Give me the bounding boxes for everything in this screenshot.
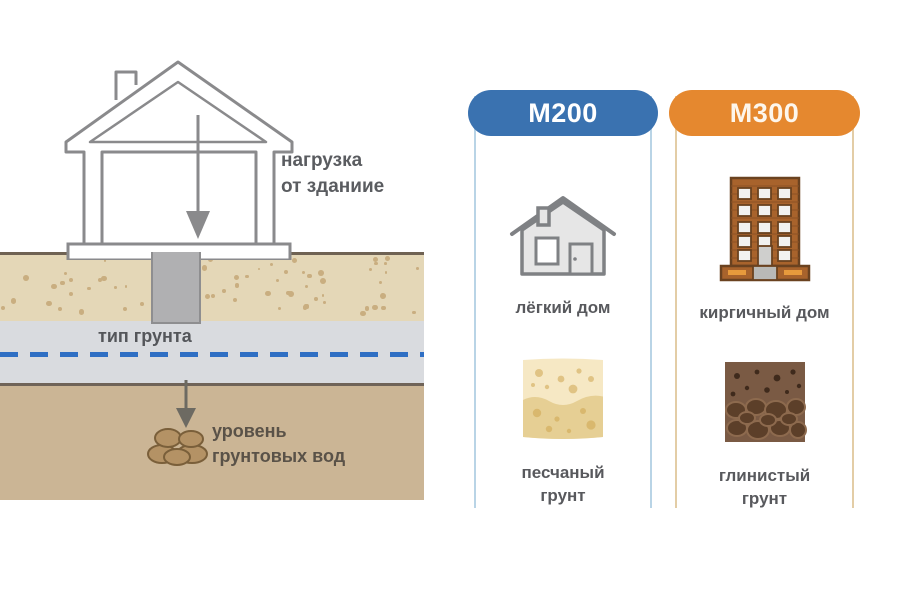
sand-speck	[1, 306, 6, 311]
light-house-icon	[476, 194, 650, 278]
card-body-m300: киргичный дом	[677, 142, 852, 510]
sand-speck	[10, 297, 17, 304]
sand-speck	[373, 261, 378, 266]
card-body-m200: лёгкий дом	[476, 142, 650, 507]
sand-speck	[416, 267, 420, 271]
building-label-m200: лёгкий дом	[515, 298, 611, 317]
foundation-cross-section-diagram: нагрузка от зданиие тип грунта уровень г…	[0, 0, 424, 611]
sand-speck	[269, 262, 273, 266]
sand-speck	[307, 273, 312, 279]
clay-soil-icon	[677, 360, 852, 444]
sand-speck	[103, 259, 107, 262]
sand-speck	[22, 275, 29, 282]
sand-speck	[232, 298, 238, 303]
sand-speck	[364, 306, 370, 312]
sand-speck	[87, 286, 91, 290]
sand-speck	[302, 305, 308, 310]
sand-speck	[57, 306, 63, 312]
sand-speck	[265, 290, 271, 297]
sand-speck	[211, 293, 216, 298]
sand-speck	[222, 289, 226, 294]
sand-speck	[287, 291, 294, 297]
sand-speck	[275, 279, 279, 283]
grade-card-m200[interactable]: M200 лёгкий дом	[468, 90, 658, 508]
sand-speck	[101, 275, 107, 282]
sand-speck	[124, 285, 128, 288]
sandy-soil-icon	[476, 357, 650, 441]
sand-speck	[372, 304, 378, 311]
sand-speck	[69, 277, 74, 282]
sand-speck	[51, 283, 57, 290]
sand-speck	[411, 310, 416, 315]
sand-speck	[283, 269, 289, 275]
brick-apartment-icon	[677, 174, 852, 286]
grade-badge-m300: M300	[669, 90, 860, 136]
sand-speck	[46, 300, 52, 307]
soil-label-m200: песчаный грунт	[521, 463, 605, 505]
sand-speck	[257, 267, 261, 271]
soil-type-label: тип грунта	[98, 326, 192, 346]
load-label: нагрузка от зданиие	[281, 150, 385, 197]
sand-speck	[384, 262, 388, 266]
sand-speck	[302, 271, 306, 275]
sand-speck	[98, 277, 102, 282]
sand-speck	[373, 257, 379, 262]
sand-speck	[318, 270, 324, 277]
soil-label-m300: глинистый грунт	[718, 466, 811, 508]
sand-speck	[314, 297, 318, 301]
building-label-m300: киргичный дом	[699, 303, 830, 322]
sand-speck	[304, 284, 309, 289]
sand-speck	[360, 310, 366, 317]
groundwater-label: уровень грунтовых вод	[212, 421, 346, 466]
sand-speck	[233, 274, 240, 281]
sand-speck	[245, 274, 249, 278]
groundwater-level-line	[0, 352, 424, 357]
sand-speck	[204, 293, 210, 299]
load-arrow-icon	[186, 115, 210, 239]
grade-badge-m200: M200	[468, 90, 658, 136]
sand-speck	[378, 280, 383, 284]
sand-speck	[114, 286, 118, 290]
sand-speck	[385, 256, 391, 261]
sand-speck	[63, 271, 68, 276]
sand-speck	[380, 293, 387, 299]
sand-speck	[323, 301, 326, 304]
grade-card-m300[interactable]: M300	[669, 90, 860, 510]
pebble-cluster-icon	[147, 428, 208, 466]
sand-speck	[321, 294, 325, 297]
sand-speck	[368, 268, 373, 272]
sand-layer	[0, 252, 424, 324]
sand-speck	[291, 258, 297, 263]
sand-speck	[234, 283, 240, 288]
sand-speck	[319, 278, 326, 285]
sand-speck	[78, 309, 85, 315]
sand-speck	[381, 305, 386, 311]
groundwater-arrow-icon	[176, 380, 196, 428]
sand-speck	[140, 301, 144, 306]
sand-speck	[60, 280, 65, 286]
sand-speck	[277, 306, 282, 311]
foundation-block	[151, 252, 201, 324]
sand-speck	[384, 271, 388, 274]
sand-speck	[123, 307, 128, 312]
sand-speck	[201, 265, 208, 272]
clay-layer	[0, 386, 424, 500]
sand-speck	[69, 292, 74, 297]
